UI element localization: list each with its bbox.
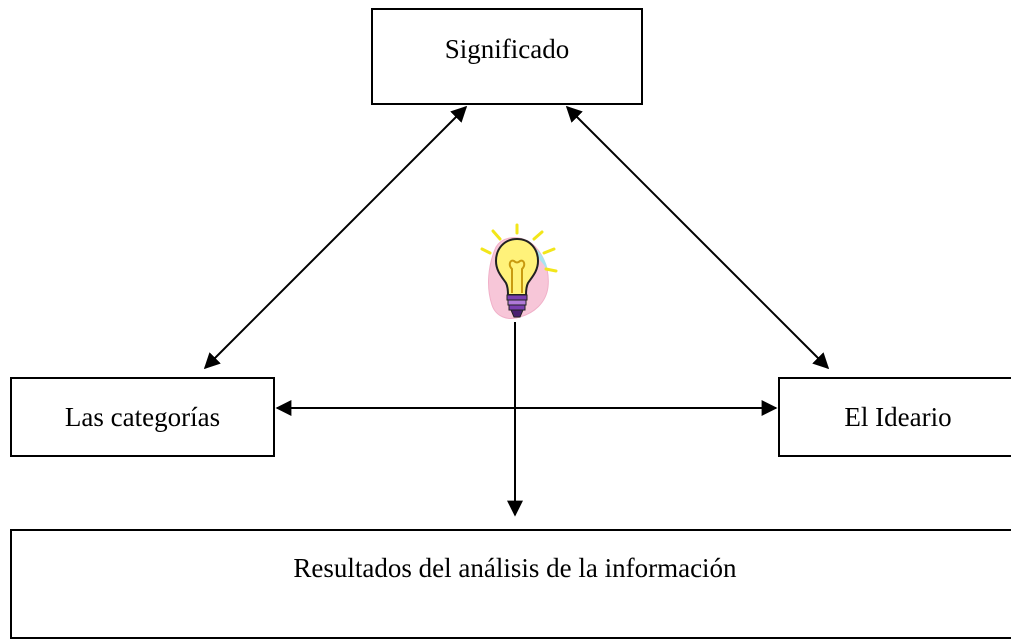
diagram-canvas: [203, 105, 830, 517]
node-categorias: Las categorías: [10, 377, 275, 457]
node-resultados: Resultados del análisis de la informació…: [10, 529, 1011, 639]
node-categorias-label: Las categorías: [64, 401, 221, 432]
node-significado: Significado: [371, 8, 643, 105]
lightbulb-icon: [480, 223, 558, 319]
arrow-significado-categorias: [203, 105, 468, 370]
node-significado-label: Significado: [444, 34, 570, 64]
arrow-significado-ideario: [565, 105, 830, 370]
node-resultados-label: Resultados del análisis de la informació…: [293, 553, 737, 583]
node-ideario-label: El Ideario: [844, 401, 952, 432]
node-ideario: El Ideario: [778, 377, 1011, 457]
